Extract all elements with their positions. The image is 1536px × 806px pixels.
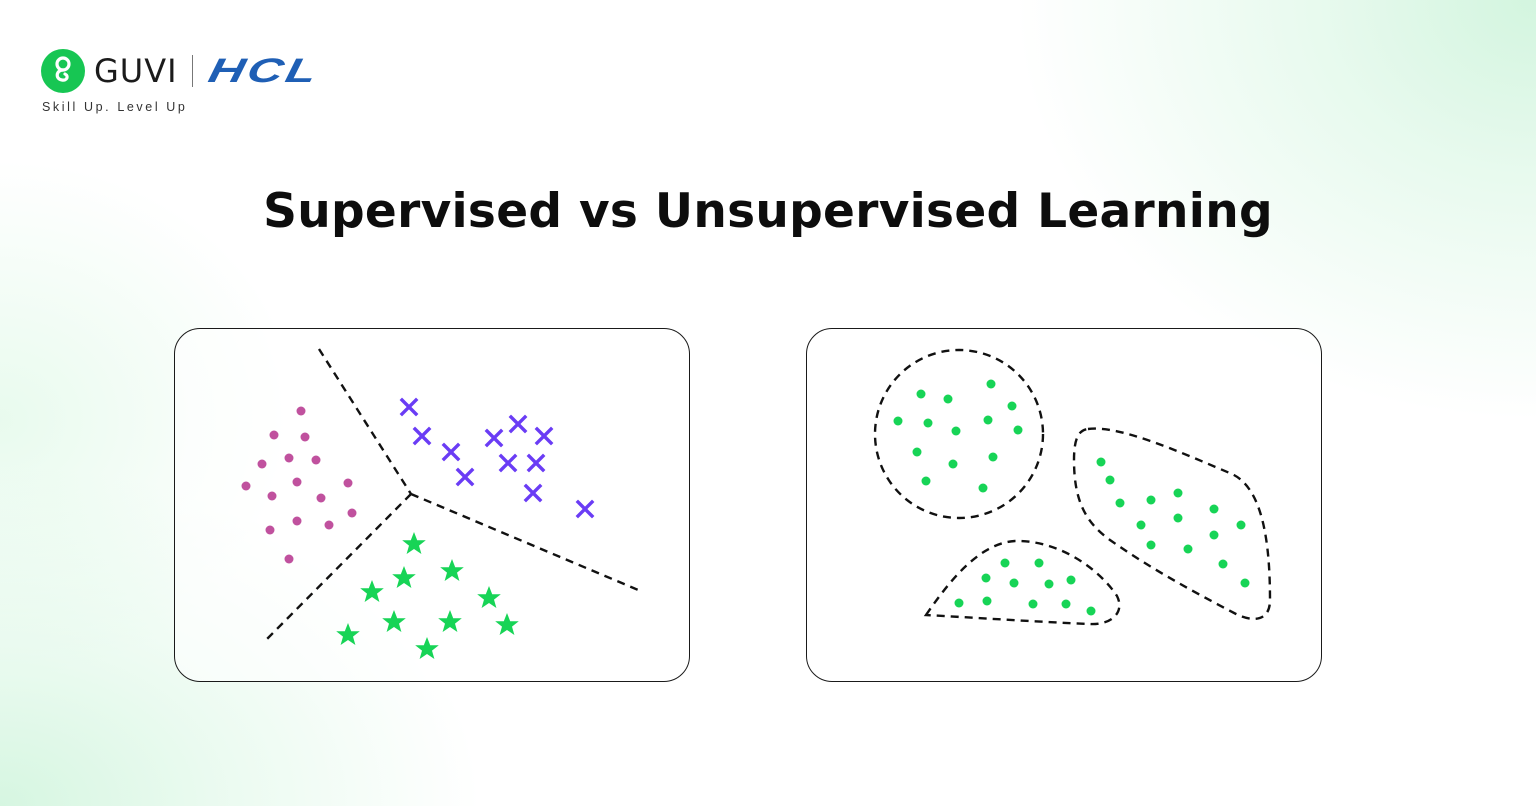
cluster-boundaries [873,348,1271,625]
unsupervised-panel [806,328,1322,682]
supervised-diagram [241,347,643,659]
guvi-logo-icon [41,49,85,93]
supervised-panel [174,328,690,682]
brand-logo: GUVI HCL Skill Up. Level Up [41,49,323,114]
guvi-wordmark: GUVI [94,52,178,90]
class-c-stars [335,531,519,659]
logo-divider [191,55,193,87]
page-title: Supervised vs Unsupervised Learning [263,184,1273,239]
tagline: Skill Up. Level Up [42,100,188,114]
class-b-crosses [399,397,594,518]
class-a-circles [241,406,356,563]
unsupervised-diagram [873,348,1271,625]
hcl-wordmark: HCL [204,51,323,90]
cluster-3-points [954,558,1095,615]
decision-boundaries [264,347,643,641]
cluster-2-points [1096,457,1249,587]
cluster-1-points [893,379,1022,492]
